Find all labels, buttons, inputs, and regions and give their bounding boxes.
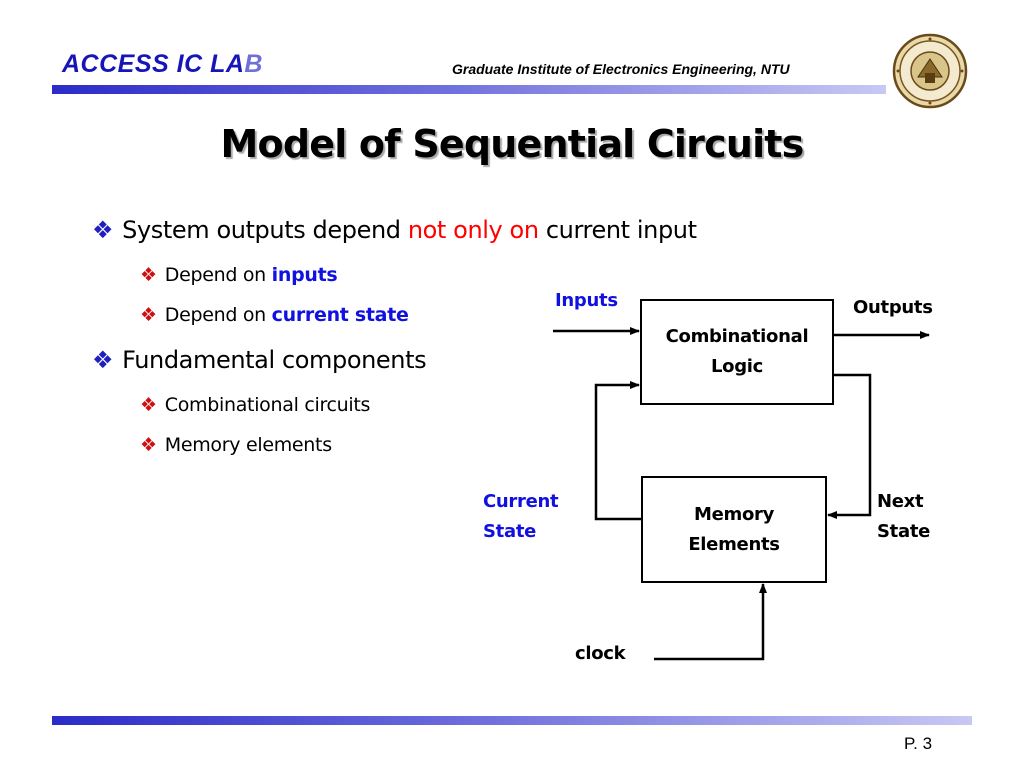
lab-title-end: B [244,50,263,78]
sub-bullet-combinational: ❖ Combinational circuits [140,394,370,416]
ntu-seal-icon [892,33,968,109]
sub-bullet-text: Depend on inputs [165,264,338,286]
bullet-fundamental-components: ❖ Fundamental components [92,346,427,374]
bullet-diamond-icon: ❖ [140,434,157,456]
sub-bullet-text-start: Depend on [164,264,272,286]
page-number: P. 3 [904,734,933,753]
bullet-diamond-icon: ❖ [92,216,114,244]
inputs-label: Inputs [555,290,618,311]
sub-bullet-text-start: Depend on [164,304,272,326]
comb-label-line1: Combinational [665,326,809,347]
bullet-diamond-icon: ❖ [140,304,157,326]
institute-name: Graduate Institute of Electronics Engine… [452,61,790,77]
outputs-label: Outputs [853,297,933,318]
current-state-wire [594,381,642,521]
bullet-diamond-icon: ❖ [92,346,114,374]
bullet-text-start: System outputs depend [122,216,408,244]
bullet-highlight: not only on [407,216,539,244]
lab-title-main: ACCESS IC LA [62,50,245,78]
sub-bullet-inputs: ❖ Depend on inputs [140,264,338,286]
bullet-text-end: current input [538,216,697,244]
next-state-line2: State [877,521,931,542]
mem-label-line2: Elements [688,533,780,555]
clock-label: clock [575,643,626,664]
mem-label-line1: Memory [693,503,775,525]
bullet-text: System outputs depend not only on curren… [122,216,697,244]
bullet-diamond-icon: ❖ [140,264,157,286]
current-state-line2: State [483,521,537,542]
next-state-wire [827,373,872,519]
slide-title: Model of Sequential Circuits [220,122,805,166]
sub-bullet-memory: ❖ Memory elements [140,434,332,456]
header-divider-bar [52,85,886,94]
bullet-text: Fundamental components [122,346,427,374]
sub-bullet-text: Combinational circuits [164,394,371,416]
clock-wire [654,583,767,661]
current-state-line1: Current [483,491,559,512]
sub-bullet-highlight: current state [271,304,409,326]
bullet-diamond-icon: ❖ [140,394,157,416]
footer-divider-bar [52,716,972,725]
sub-bullet-highlight: inputs [271,264,338,286]
sub-bullet-text: Memory elements [164,434,332,456]
sub-bullet-current-state: ❖ Depend on current state [140,304,409,326]
lab-title: ACCESS IC LAB [62,50,263,79]
next-state-line1: Next [877,491,924,512]
comb-label-line2: Logic [710,356,764,377]
sub-bullet-text: Depend on current state [165,304,409,326]
bullet-system-outputs: ❖ System outputs depend not only on curr… [92,216,697,244]
